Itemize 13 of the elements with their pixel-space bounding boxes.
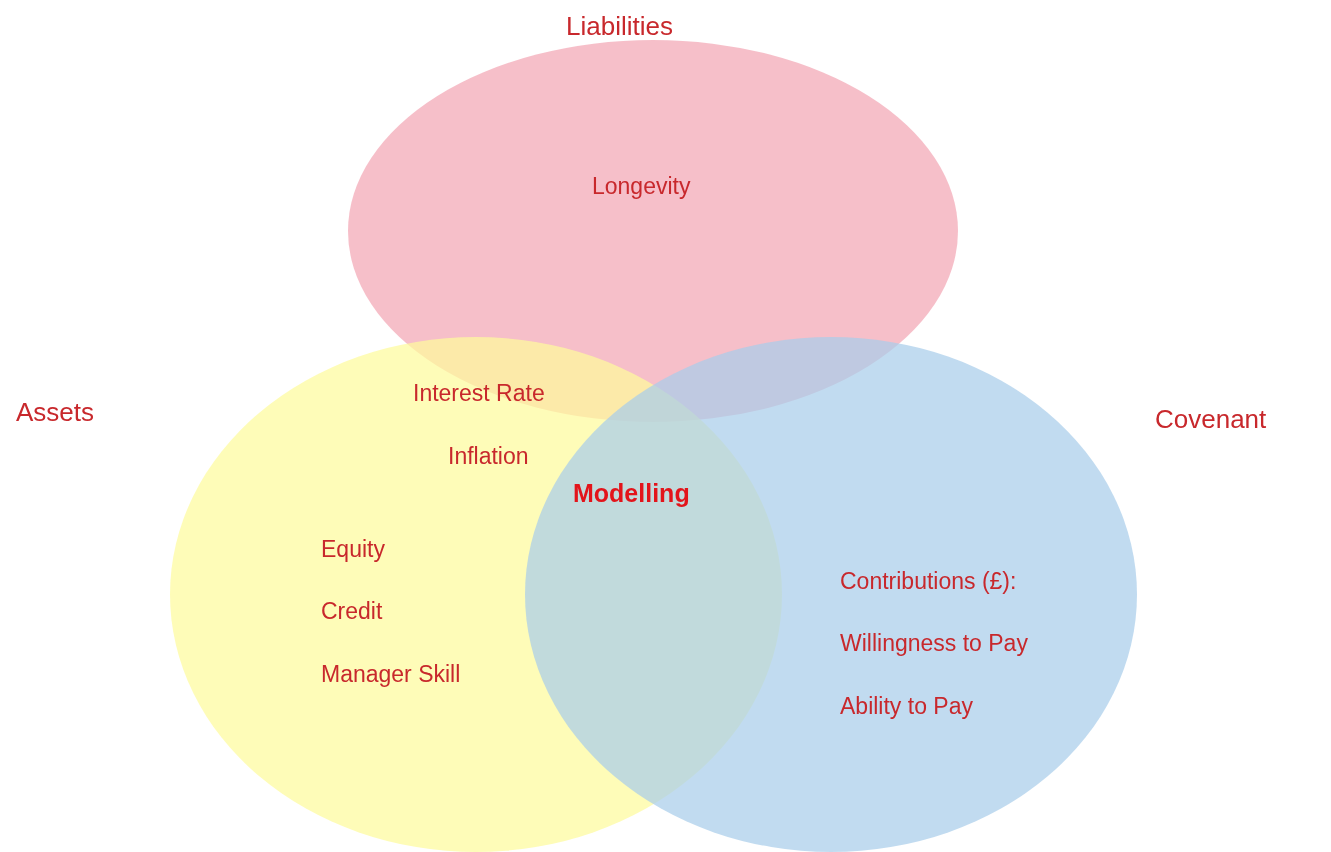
item-text: Assets	[16, 398, 95, 427]
circle-heading: Credit	[321, 599, 383, 625]
overlap-text: Interest Rate	[413, 381, 545, 407]
circle-heading: Longevity	[592, 174, 691, 200]
circle-heading: Equity	[321, 537, 385, 563]
circle-heading: Ability to Pay	[840, 694, 973, 720]
item-text: Covenant	[1155, 405, 1267, 434]
circle-heading: Contributions (£):	[840, 569, 1017, 595]
overlap-text: Inflation	[448, 444, 529, 470]
center-label: Modelling	[573, 480, 690, 508]
item-text: Liabilities	[566, 12, 673, 41]
circle-heading: Willingness to Pay	[840, 631, 1028, 657]
circle-heading: Manager Skill	[321, 662, 461, 688]
